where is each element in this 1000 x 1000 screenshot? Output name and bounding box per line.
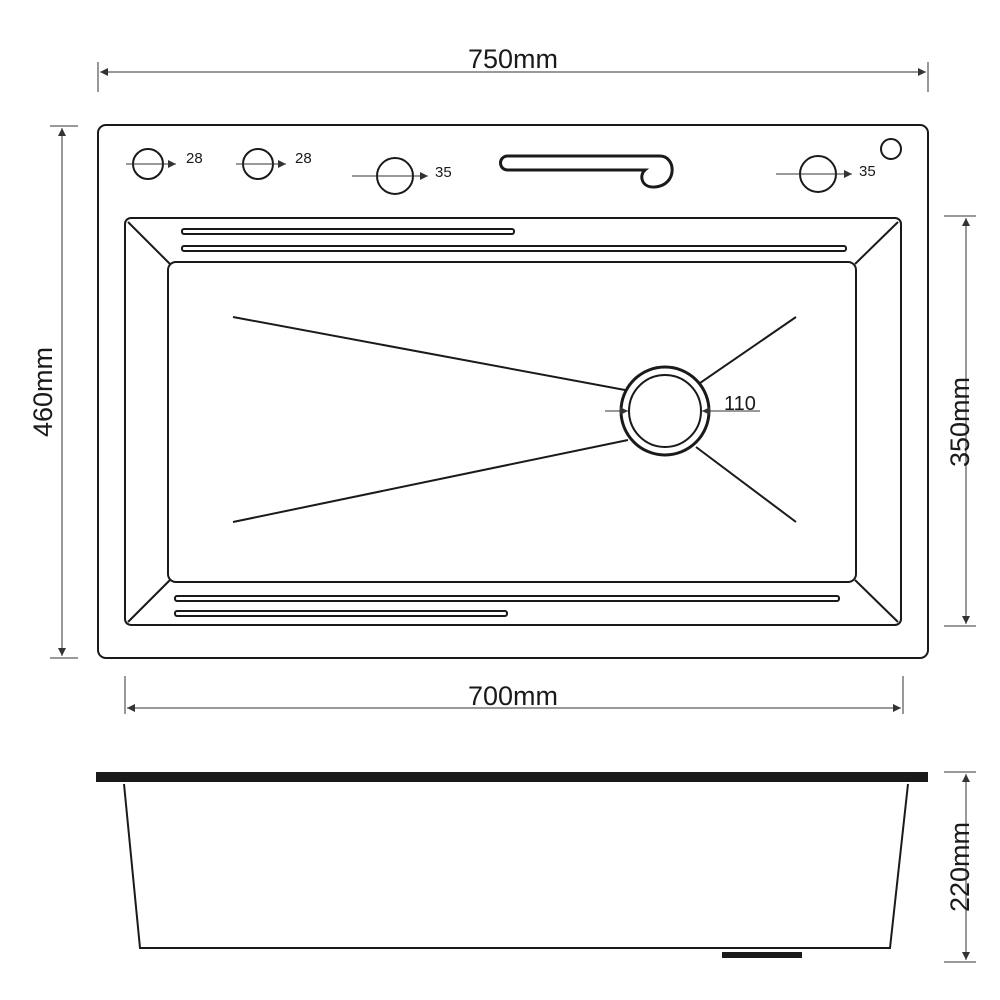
bowl-width-dimension: 700mm: [124, 676, 904, 714]
sink-deck-outline: [97, 124, 929, 659]
small-hole: [880, 138, 902, 160]
bowl-height-label: 220mm: [945, 822, 975, 912]
bowl-depth-dimension: 350mm: [944, 215, 976, 627]
deck-edge: [96, 772, 928, 782]
drain-diameter-label: 110: [724, 393, 756, 415]
bowl-side-profile: [123, 783, 909, 949]
faucet-slot: [499, 154, 674, 189]
tap-hole-3: 35: [352, 157, 452, 195]
bowl-height-dimension: 220mm: [944, 771, 976, 963]
bowl-outer-rim: [124, 217, 902, 626]
tap-hole-4: 35: [776, 155, 876, 193]
hole-1-label: 28: [186, 150, 203, 167]
tap-hole-2: 28: [236, 148, 312, 180]
overall-depth-label: 460mm: [28, 347, 58, 437]
drainage-slope-lines: [232, 316, 797, 523]
bowl-floor: [167, 261, 857, 583]
drain: 110: [605, 365, 760, 457]
bowl-depth-label: 350mm: [945, 377, 975, 467]
overall-width-dimension: 750mm: [97, 44, 929, 92]
bottom-ledge-rails: [174, 595, 840, 617]
drain-outlet: [722, 952, 802, 958]
hole-4-label: 35: [859, 163, 876, 180]
top-ledge-rails: [181, 228, 847, 252]
bowl-bevel-lines: [127, 221, 899, 623]
hole-2-label: 28: [295, 150, 312, 167]
overall-width-label: 750mm: [468, 44, 558, 74]
tap-hole-1: 28: [126, 148, 203, 180]
hole-3-label: 35: [435, 164, 452, 181]
side-view: [96, 772, 928, 958]
bowl-width-label: 700mm: [468, 681, 558, 711]
overall-depth-dimension: 460mm: [28, 125, 78, 659]
